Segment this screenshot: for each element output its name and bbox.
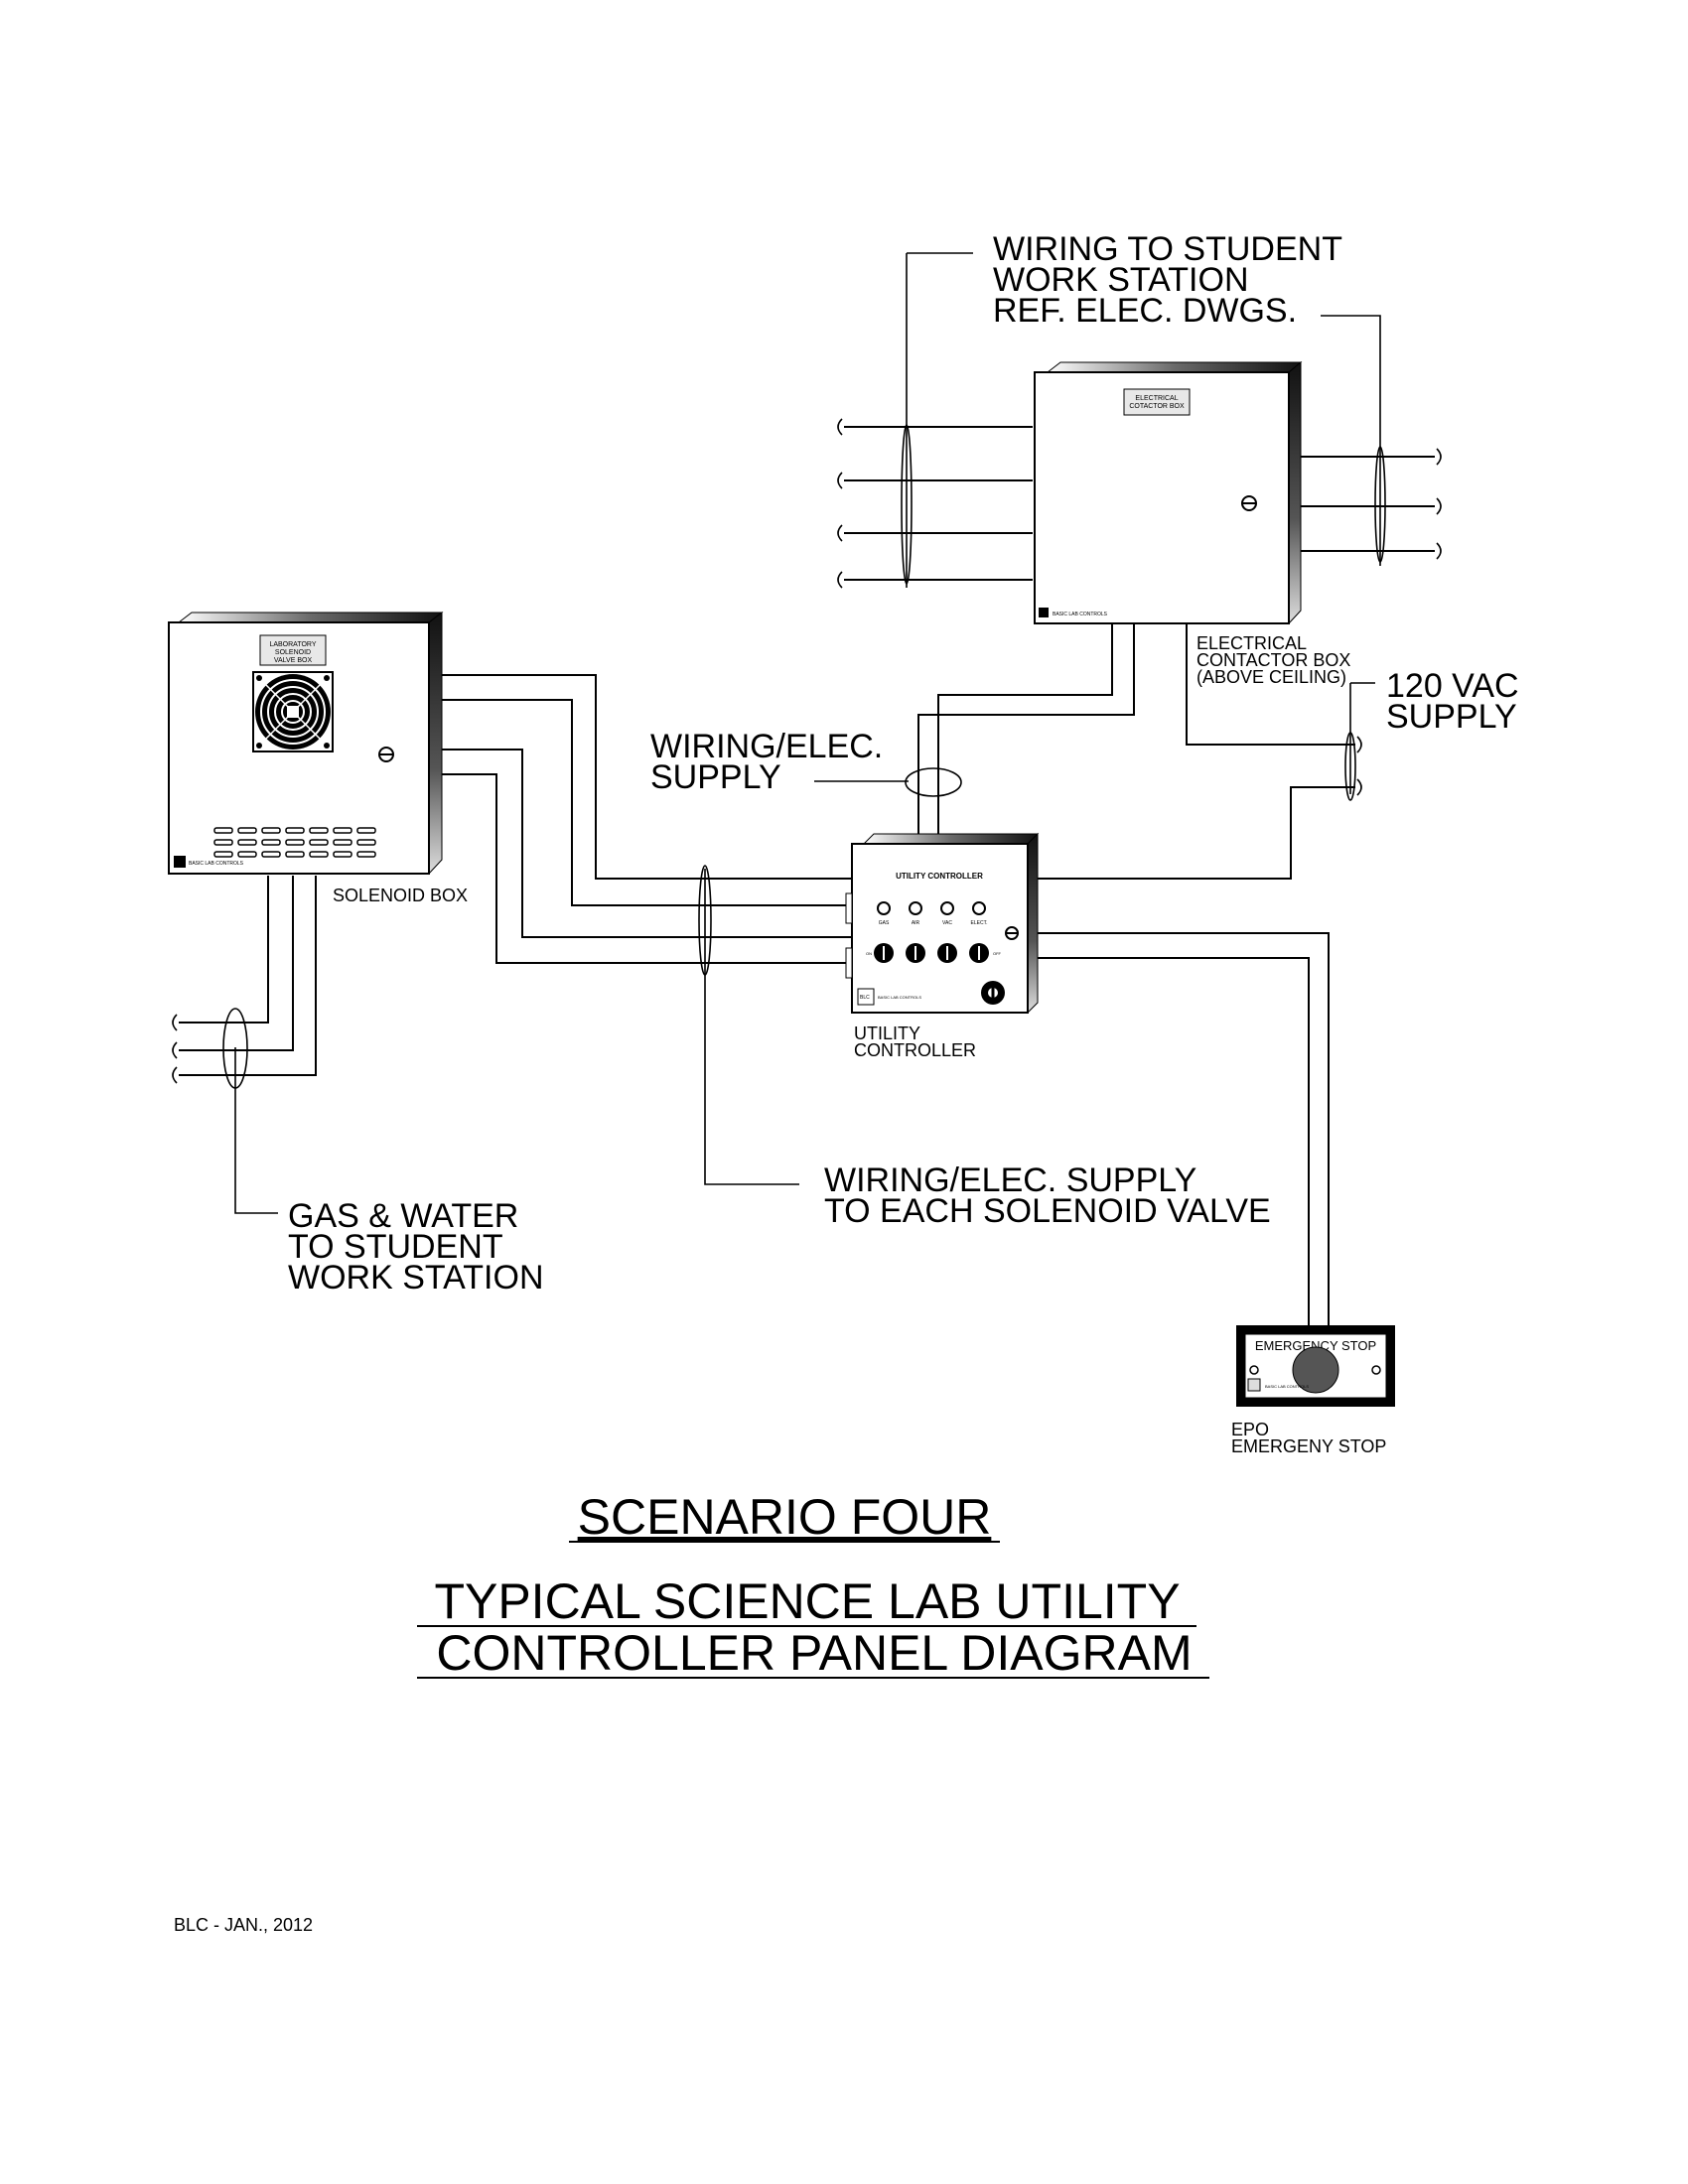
solenoid-plate-line3: VALVE BOX xyxy=(274,657,313,664)
callout-labels: WIRING TO STUDENT WORK STATION REF. ELEC… xyxy=(288,230,1519,1456)
switch-label-elect: ELECT. xyxy=(971,920,988,926)
label-120vac-1: 120 VAC xyxy=(1386,667,1519,705)
contactor-plate-line1: ELECTRICAL xyxy=(1135,395,1178,402)
electrical-contactor-box: ELECTRICAL COTACTOR BOX BASIC LAB CONTRO… xyxy=(1034,360,1303,625)
title-scenario: SCENARIO FOUR xyxy=(578,1489,992,1545)
emergency-stop-panel: EMERGENCY STOP BASIC LAB CONTROLS xyxy=(1236,1325,1395,1407)
vent-slots-icon xyxy=(213,827,376,858)
indicator-lights xyxy=(877,901,986,915)
switch-label-air: AIR xyxy=(912,920,920,926)
solenoid-maker-text: BASIC LAB CONTROLS xyxy=(189,861,244,867)
label-120vac-2: SUPPLY xyxy=(1386,698,1517,736)
title-block: SCENARIO FOUR TYPICAL SCIENCE LAB UTILIT… xyxy=(417,1489,1209,1681)
solenoid-plate-line1: LABORATORY xyxy=(269,641,316,648)
label-epo-1: EPO xyxy=(1231,1420,1269,1439)
control-knobs xyxy=(874,943,989,963)
fan-icon xyxy=(252,671,334,752)
switch-label-gas: GAS xyxy=(879,920,890,926)
label-wiring-to-solenoid-1: WIRING/ELEC. SUPPLY xyxy=(824,1161,1196,1199)
switch-label-vac: VAC xyxy=(942,920,952,926)
solenoid-plate-line2: SOLENOID xyxy=(275,649,311,656)
label-gas-water-2: TO STUDENT xyxy=(288,1228,503,1266)
emergency-stop-title: EMERGENCY STOP xyxy=(1255,1338,1376,1353)
title-line-2: CONTROLLER PANEL DIAGRAM xyxy=(436,1625,1192,1681)
emergency-stop-button-icon xyxy=(1292,1346,1339,1394)
label-solenoid-box: SOLENOID BOX xyxy=(333,886,468,905)
utility-maker-text: BASIC LAB CONTROLS xyxy=(878,995,921,1000)
label-utility-controller-2: CONTROLLER xyxy=(854,1040,976,1060)
contactor-plate-line2: COTACTOR BOX xyxy=(1129,403,1185,410)
utility-maker-tag: BLC xyxy=(860,995,870,1001)
title-line-1: TYPICAL SCIENCE LAB UTILITY xyxy=(434,1573,1180,1629)
emergency-maker-text: BASIC LAB CONTROLS xyxy=(1265,1384,1309,1389)
label-wiring-to-student-1: WIRING TO STUDENT xyxy=(993,230,1342,268)
label-contactor-1: ELECTRICAL xyxy=(1196,633,1307,653)
label-contactor-3: (ABOVE CEILING) xyxy=(1196,667,1346,687)
label-epo-2: EMERGENY STOP xyxy=(1231,1436,1386,1456)
label-gas-water-3: WORK STATION xyxy=(288,1259,544,1297)
solenoid-box: LABORATORY SOLENOID VALVE BOX BASIC LAB … xyxy=(168,611,444,876)
key-switch-icon xyxy=(981,981,1005,1005)
wires xyxy=(179,252,1435,1325)
contactor-maker-text: BASIC LAB CONTROLS xyxy=(1053,612,1108,617)
utility-panel-title: UTILITY CONTROLLER xyxy=(896,872,983,881)
label-wiring-to-student-3: REF. ELEC. DWGS. xyxy=(993,292,1297,330)
footer-date: BLC - JAN., 2012 xyxy=(174,1915,313,1935)
label-wiring-to-solenoid-2: TO EACH SOLENOID VALVE xyxy=(824,1192,1271,1230)
label-wiring-to-student-2: WORK STATION xyxy=(993,261,1249,299)
utility-controller-box: UTILITY CONTROLLER GAS AIR VAC ELECT. ON… xyxy=(845,832,1040,1015)
wire-breaks xyxy=(172,418,1442,1089)
knob-on-label: ON xyxy=(866,951,872,956)
label-wiring-elec-supply-2: SUPPLY xyxy=(650,758,781,796)
label-utility-controller-1: UTILITY xyxy=(854,1024,920,1043)
label-gas-water-1: GAS & WATER xyxy=(288,1197,518,1235)
solenoid-nameplate xyxy=(259,634,327,666)
label-contactor-2: CONTACTOR BOX xyxy=(1196,650,1350,670)
label-wiring-elec-supply-1: WIRING/ELEC. xyxy=(650,728,883,765)
contactor-nameplate xyxy=(1123,388,1191,416)
knob-off-label: OFF xyxy=(993,951,1002,956)
